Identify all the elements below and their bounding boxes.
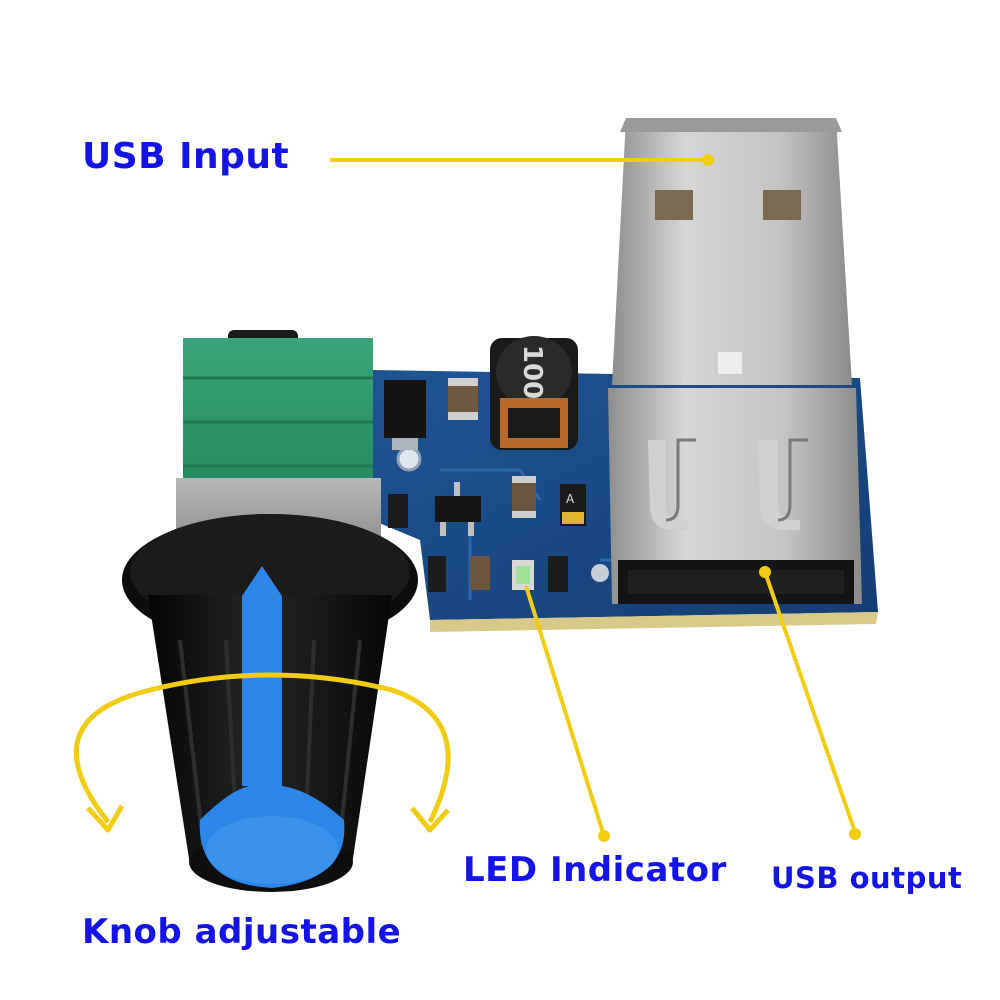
usb-input-connector xyxy=(612,118,852,385)
usb-output-callout-line xyxy=(763,571,857,833)
callout-lines xyxy=(330,154,861,842)
led-callout-line xyxy=(524,585,606,837)
usb-output-label: USB output xyxy=(771,861,963,895)
led-indicator-label: LED Indicator xyxy=(463,850,727,890)
led-indicator xyxy=(512,560,534,590)
usb-input-label: USB Input xyxy=(82,136,290,177)
knob-pointer xyxy=(199,566,345,888)
rotate-arrow-icon xyxy=(73,672,451,833)
usb-output-connector xyxy=(608,388,862,604)
knob-adjustable-label: Knob adjustable xyxy=(82,912,402,952)
capacitor-marking: A xyxy=(566,492,575,506)
inductor-marking: 100 xyxy=(517,345,547,399)
smd-components: A xyxy=(384,378,586,592)
inductor: 100 xyxy=(490,336,578,450)
